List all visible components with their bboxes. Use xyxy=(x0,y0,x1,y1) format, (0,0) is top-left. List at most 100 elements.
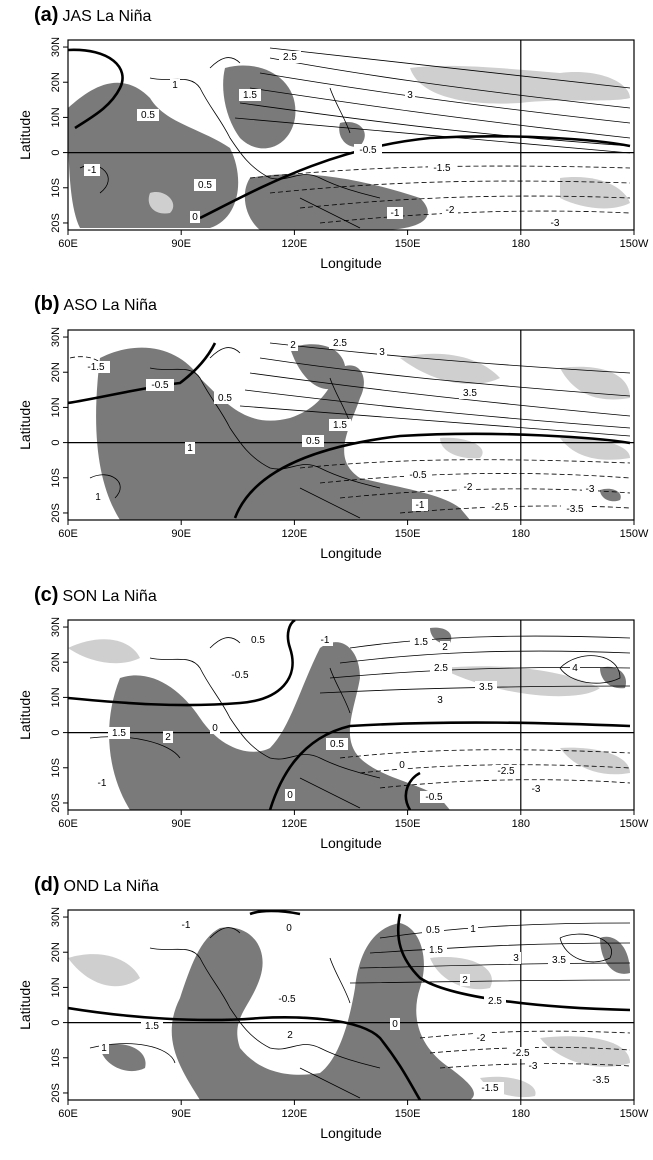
contour-label-bg xyxy=(273,993,301,1005)
negative-contour xyxy=(429,1046,631,1054)
contour-label: 1.5 xyxy=(243,90,257,101)
x-axis-label: Longitude xyxy=(320,835,382,851)
negative-contour xyxy=(359,764,631,774)
contour-label: 0 xyxy=(287,790,293,801)
contour-label: 2.5 xyxy=(283,52,297,63)
contour-label-bg xyxy=(288,339,298,351)
contour-label-bg xyxy=(440,641,450,653)
negative-contour xyxy=(419,1030,631,1039)
contour-label-bg xyxy=(387,207,403,219)
contour-label: 1.5 xyxy=(333,420,347,431)
y-axis-label: Latitude xyxy=(17,400,33,450)
positive-contour xyxy=(249,372,631,417)
contour-label: 3 xyxy=(437,695,443,706)
contour-label: 0.5 xyxy=(426,925,440,936)
contour-label-bg xyxy=(420,791,448,803)
x-tick-label: 150W xyxy=(620,818,649,830)
contour-label-bg xyxy=(279,51,301,63)
positive-contour xyxy=(239,405,631,437)
significant-shading xyxy=(96,347,470,520)
contour-label-bg xyxy=(190,211,200,223)
light-shading xyxy=(560,747,630,775)
panel-a-letter: (a) xyxy=(34,4,59,26)
y-tick-label: 20S xyxy=(50,213,62,233)
x-tick-label: 90E xyxy=(171,1108,191,1120)
contour-label: -0.5 xyxy=(151,380,169,391)
contour-label: 4 xyxy=(572,663,578,674)
contour-label: 0 xyxy=(392,1019,398,1030)
map-frame xyxy=(67,39,635,231)
contour-label-bg xyxy=(475,681,497,693)
contour-label-bg xyxy=(410,636,432,648)
contour-label-bg xyxy=(468,923,478,935)
x-tick-label: 60E xyxy=(58,1108,78,1120)
panel-c-season: SON La Niña xyxy=(62,588,157,605)
contour-label: 1 xyxy=(187,443,193,454)
zero-contour xyxy=(404,771,421,810)
x-axis-label: Longitude xyxy=(320,255,382,271)
y-tick-label: 30N xyxy=(50,327,62,347)
coastline xyxy=(149,637,381,809)
panel-a-title: (a)JAS La Niña xyxy=(34,4,151,27)
y-tick-label: 20N xyxy=(50,652,62,672)
contour-label: 2 xyxy=(462,975,468,986)
negative-contour xyxy=(299,195,631,209)
positive-contour xyxy=(339,650,631,664)
positive-contour xyxy=(369,942,631,954)
contour-label: -3.5 xyxy=(566,504,584,515)
contour-label: -3 xyxy=(551,218,560,229)
contour-label: 1 xyxy=(172,80,178,91)
contour-label-bg xyxy=(405,89,415,101)
contour-label-bg xyxy=(473,1032,489,1044)
contour-label-bg xyxy=(185,442,195,454)
map-frame xyxy=(67,619,635,811)
y-tick-label: 10S xyxy=(50,178,62,198)
contour-label: -1.5 xyxy=(433,163,451,174)
contour-label-bg xyxy=(442,204,458,216)
x-tick-label: 180 xyxy=(512,818,530,830)
contour-label-bg xyxy=(93,491,103,503)
contour-label-bg xyxy=(428,162,456,174)
contour-label: 0.5 xyxy=(198,180,212,191)
contour-label-bg xyxy=(476,1082,504,1094)
light-shading xyxy=(540,1036,630,1067)
y-tick-label: 20S xyxy=(50,793,62,813)
contour-label: -1 xyxy=(88,165,97,176)
contour-label: -2 xyxy=(477,1033,486,1044)
contour-label-bg xyxy=(459,387,481,399)
contour-label-bg xyxy=(528,783,544,795)
x-tick-label: 150E xyxy=(395,238,421,250)
light-shading xyxy=(480,1076,536,1098)
contour-label-bg xyxy=(587,1074,615,1086)
light-shading xyxy=(148,192,174,214)
contour-label-bg xyxy=(163,731,173,743)
contour-label-bg xyxy=(285,1029,295,1041)
contour-label-bg xyxy=(317,634,333,646)
contour-label-bg xyxy=(210,722,220,734)
contour-label-bg xyxy=(329,419,351,431)
contour-label: 1 xyxy=(95,492,101,503)
negative-contour xyxy=(319,473,631,484)
negative-contour xyxy=(319,210,631,224)
contour-label: -0.5 xyxy=(409,470,427,481)
x-tick-label: 60E xyxy=(58,818,78,830)
positive-contour xyxy=(89,736,181,759)
y-tick-label: 10N xyxy=(50,977,62,997)
x-tick-label: 150E xyxy=(395,818,421,830)
contour-label: -0.5 xyxy=(359,145,377,156)
y-axis-label: Latitude xyxy=(17,690,33,740)
x-tick-label: 90E xyxy=(171,238,191,250)
positive-contour xyxy=(269,342,631,374)
contour-label-bg xyxy=(239,89,261,101)
y-tick-label: 20N xyxy=(50,72,62,92)
y-tick-label: 30N xyxy=(50,617,62,637)
contour-label-bg xyxy=(525,1060,541,1072)
contour-label-bg xyxy=(285,789,295,801)
positive-contour xyxy=(249,87,631,139)
contour-label: 2 xyxy=(290,340,296,351)
contour-label: -1 xyxy=(391,208,400,219)
panel-b-title: (b)ASO La Niña xyxy=(34,293,157,316)
contour-label-bg xyxy=(507,1047,535,1059)
